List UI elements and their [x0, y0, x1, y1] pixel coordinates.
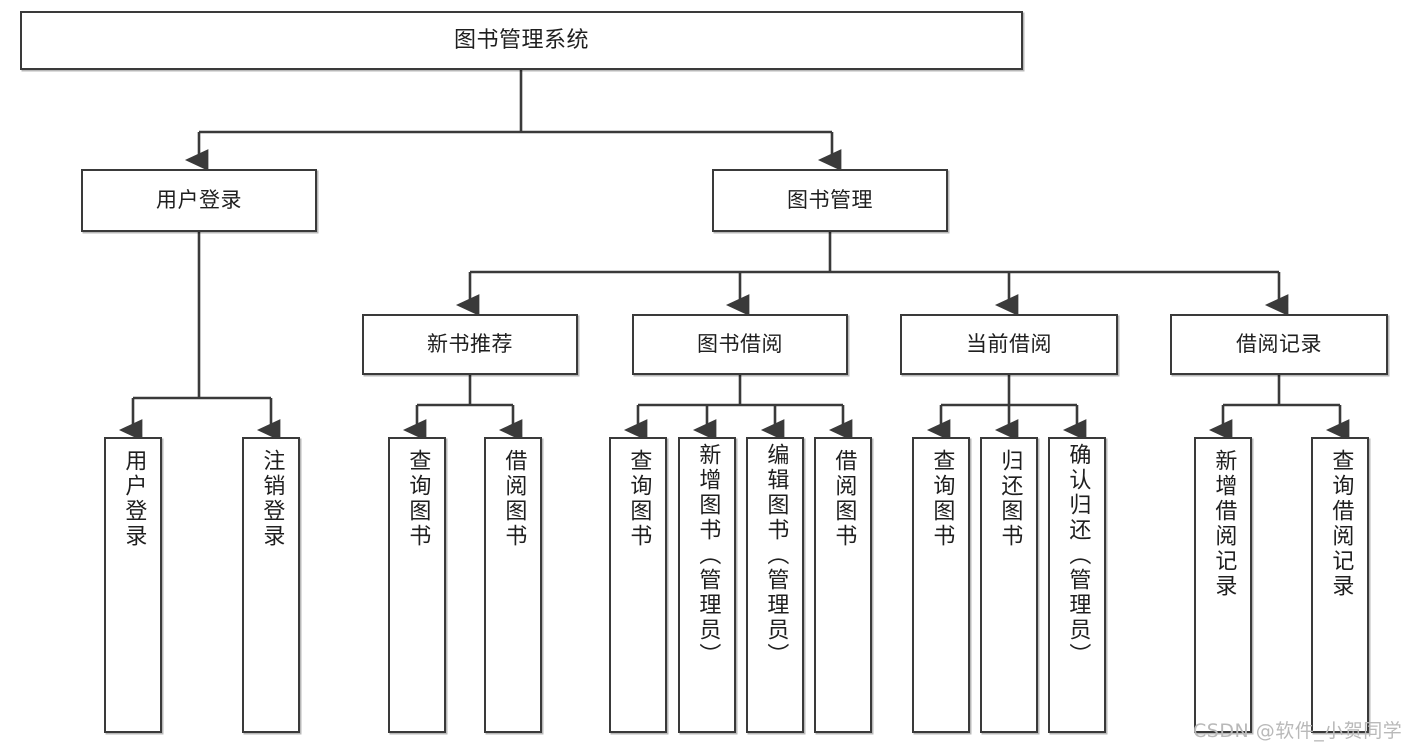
node-label: 注销登录 [259, 449, 285, 549]
csdn-watermark: CSDN @软件_小贺同学 [1193, 720, 1403, 742]
leaf-current-borrow-confirm[interactable]: 确认归还（管理员） [1048, 437, 1106, 733]
leaf-new-book-query[interactable]: 查询图书 [388, 437, 446, 733]
leaf-current-borrow-query[interactable]: 查询图书 [912, 437, 970, 733]
node-label: 当前借阅 [966, 332, 1052, 357]
node-label: 借阅记录 [1236, 332, 1322, 357]
leaf-borrow-record-query[interactable]: 查询借阅记录 [1311, 437, 1369, 733]
node-label: 查询借阅记录 [1328, 449, 1354, 599]
node-label: 新增借阅记录 [1211, 449, 1237, 599]
node-label: 查询图书 [405, 449, 431, 549]
node-label: 借阅图书 [501, 449, 527, 549]
node-current-borrow[interactable]: 当前借阅 [900, 314, 1118, 375]
node-label: 编辑图书（管理员） [763, 443, 789, 668]
node-label: 用户登录 [156, 188, 242, 213]
node-label: 图书管理 [787, 188, 873, 213]
leaf-current-borrow-return[interactable]: 归还图书 [980, 437, 1038, 733]
node-book-management[interactable]: 图书管理 [712, 169, 948, 232]
node-label: 新书推荐 [427, 332, 513, 357]
leaf-user-login-signout[interactable]: 注销登录 [242, 437, 300, 733]
leaf-book-borrow-edit[interactable]: 编辑图书（管理员） [746, 437, 804, 733]
node-label: 借阅图书 [831, 449, 857, 549]
node-label: 归还图书 [997, 449, 1023, 549]
leaf-new-book-borrow[interactable]: 借阅图书 [484, 437, 542, 733]
node-label: 确认归还（管理员） [1065, 443, 1091, 668]
leaf-book-borrow-lend[interactable]: 借阅图书 [814, 437, 872, 733]
leaf-book-borrow-query[interactable]: 查询图书 [609, 437, 667, 733]
leaf-book-borrow-add[interactable]: 新增图书（管理员） [678, 437, 736, 733]
node-label: 新增图书（管理员） [695, 443, 721, 668]
node-user-login[interactable]: 用户登录 [81, 169, 317, 232]
node-root-system[interactable]: 图书管理系统 [20, 11, 1023, 70]
node-new-book-recommend[interactable]: 新书推荐 [362, 314, 578, 375]
node-label: 查询图书 [626, 449, 652, 549]
leaf-user-login-signin[interactable]: 用户登录 [104, 437, 162, 733]
node-label: 查询图书 [929, 449, 955, 549]
node-label: 图书借阅 [697, 332, 783, 357]
node-book-borrow[interactable]: 图书借阅 [632, 314, 848, 375]
node-label: 用户登录 [121, 449, 147, 549]
node-label: 图书管理系统 [453, 27, 589, 53]
node-borrow-record[interactable]: 借阅记录 [1170, 314, 1388, 375]
leaf-borrow-record-add[interactable]: 新增借阅记录 [1194, 437, 1252, 733]
